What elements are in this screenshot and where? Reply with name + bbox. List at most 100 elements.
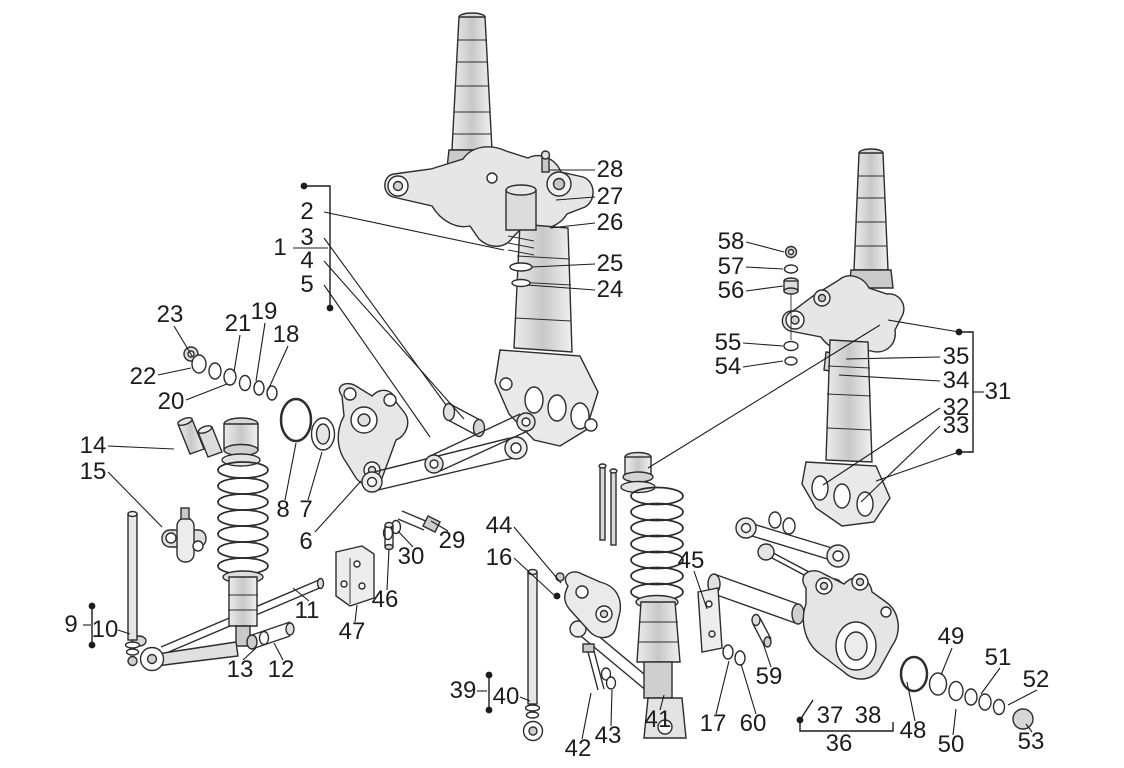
part-label-13: 13 [226,656,254,683]
leader-line-20 [185,383,228,401]
leader-line-48 [906,681,916,722]
leader-dot-8 [485,706,493,714]
right-linkage-knuckle [697,511,1034,730]
leader-line-11 [292,587,310,602]
leader-line-30 [397,530,414,548]
part-label-7: 7 [299,496,313,523]
leader-line-50 [952,708,957,736]
part-label-49: 49 [937,623,965,650]
part-label-14: 14 [79,432,107,459]
leader-line-44 [513,526,562,584]
part-label-24: 24 [596,276,624,303]
part-label-40: 40 [492,683,520,710]
group-bracket-2 [959,331,974,453]
part-label-43: 43 [594,722,622,749]
part-label-8: 8 [276,496,290,523]
center-linkage [183,346,536,493]
part-label-10: 10 [91,616,119,643]
leader-dot-10 [553,592,561,600]
leader-line-47 [354,604,358,623]
part-label-3: 3 [300,224,314,251]
leader-line-56 [745,285,784,292]
part-label-54: 54 [714,353,742,380]
part-label-30: 30 [397,543,425,570]
leader-line-21 [233,334,241,373]
leader-line-5 [323,284,431,438]
part-label-17: 17 [699,710,727,737]
leader-line-26 [549,222,596,229]
part-label-33: 33 [942,412,970,439]
leader-line-23 [173,325,193,357]
leader-line-41 [659,694,665,711]
part-label-56: 56 [717,277,745,304]
leader-line-24 [526,284,596,291]
part-label-21: 21 [224,310,252,337]
part-label-16: 16 [485,544,513,571]
part-label-36: 36 [825,730,853,757]
leader-dot-9 [796,716,804,724]
leader-line-34 [838,374,941,382]
alignment-line-3 [875,451,960,482]
left-shock-assembly [124,416,325,672]
leader-line-7 [307,451,323,501]
leader-line-49 [940,647,953,676]
leader-dot-5 [88,602,96,610]
part-label-4: 4 [300,247,314,274]
part-label-38: 38 [854,702,882,729]
group-bracket-1 [304,185,331,308]
leader-line-8 [284,442,297,501]
alignment-line-1 [647,324,881,469]
part-label-23: 23 [156,301,184,328]
leader-line-33 [860,425,941,503]
leader-dot-2 [326,304,334,312]
alignment-line-2 [887,319,960,333]
part-label-42: 42 [564,735,592,762]
part-label-26: 26 [596,209,624,236]
part-label-22: 22 [129,363,157,390]
leader-line-13 [242,647,257,661]
part-label-55: 55 [714,329,742,356]
part-label-47: 47 [338,618,366,645]
part-label-57: 57 [717,253,745,280]
part-label-59: 59 [755,663,783,690]
leader-line-43 [610,689,613,727]
leader-line-18 [267,345,289,391]
leader-line-40 [519,696,531,702]
leader-line-2 [323,211,505,251]
part-label-41: 41 [644,706,672,733]
part-label-52: 52 [1022,666,1050,693]
part-label-58: 58 [717,228,745,255]
part-label-2: 2 [300,198,314,225]
leader-line-15 [107,471,163,528]
part-label-15: 15 [79,458,107,485]
leader-line-42 [581,692,592,740]
leader-line-4 [323,260,465,420]
leader-line-6 [314,480,362,533]
part-label-11: 11 [294,597,320,624]
group-bracket-5 [799,722,894,732]
part-label-6: 6 [299,528,313,555]
part-label-44: 44 [485,512,513,539]
part-label-27: 27 [596,183,624,210]
leader-line-54 [742,360,784,368]
part-label-34: 34 [942,367,970,394]
fasteners-small-parts [246,510,617,691]
leader-line-53 [1025,723,1033,733]
leader-line-58 [745,241,785,253]
part-label-12: 12 [267,656,295,683]
part-label-39: 39 [449,677,477,704]
part-label-25: 25 [596,250,624,277]
part-label-37: 37 [816,702,844,729]
part-label-29: 29 [438,527,466,554]
leader-dot-3 [955,328,963,336]
leader-line-52 [1007,689,1038,706]
leader-line-46 [386,548,390,591]
leader-line-51 [980,667,1001,695]
right-fork-assembly [781,148,905,527]
leader-line-57 [745,266,784,270]
leader-line-10 [117,629,131,635]
part-label-51: 51 [984,644,1012,671]
part-label-20: 20 [157,388,185,415]
